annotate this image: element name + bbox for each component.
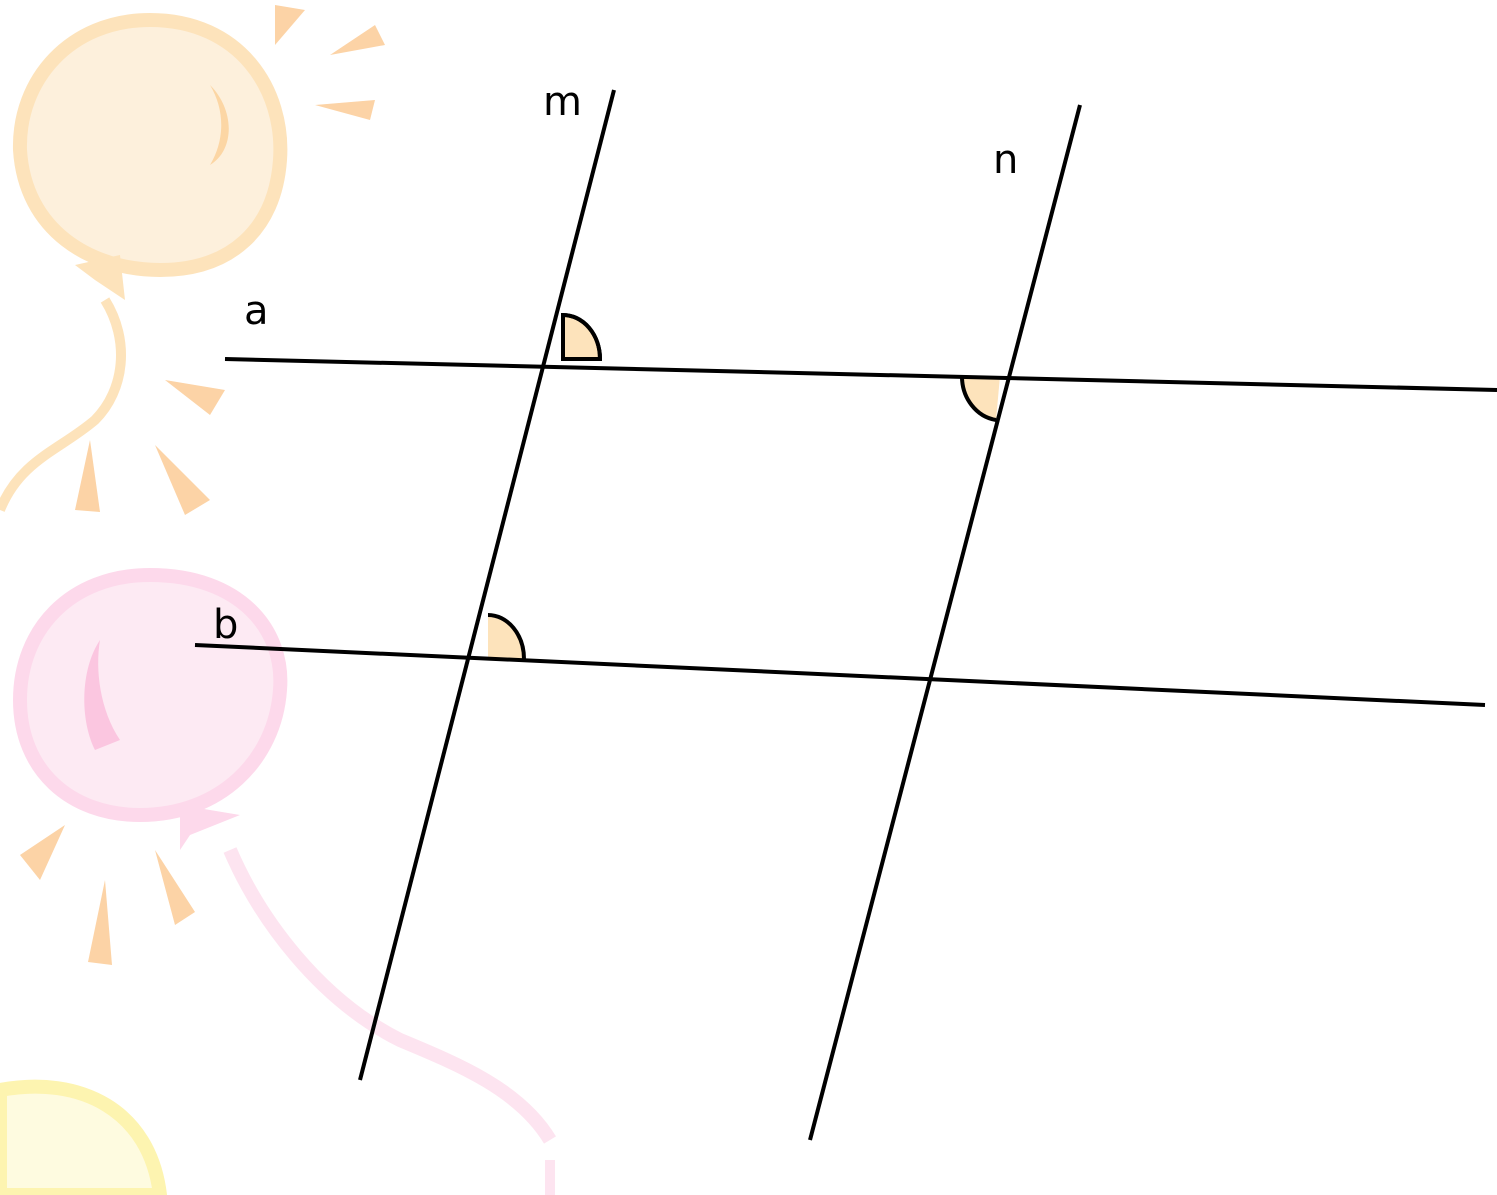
lines (194, 89, 1497, 1141)
balloon-decoration (0, 5, 557, 1195)
line-m (358, 89, 616, 1081)
angle-mark-a-n-arc (959, 375, 997, 422)
line-a (224, 357, 1497, 392)
label-b: b (213, 602, 238, 648)
label-n: n (993, 137, 1018, 183)
label-m: m (543, 79, 582, 125)
line-b (194, 643, 1486, 707)
sun-rays-icon (20, 5, 385, 965)
angle-mark-a-n (961, 376, 1000, 420)
line-n (808, 104, 1082, 1141)
angle-mark-b-m-arc (487, 613, 526, 660)
angle-mark-a-m-arc (562, 313, 602, 360)
label-a: a (244, 288, 269, 334)
line-labels: m n a b (213, 79, 1018, 648)
pink-balloon-icon (12, 567, 557, 1195)
yellow-balloon-icon (0, 1079, 168, 1195)
orange-balloon-icon (0, 12, 288, 512)
angle-mark-b-m (488, 615, 524, 659)
angle-marks (487, 312, 1000, 660)
